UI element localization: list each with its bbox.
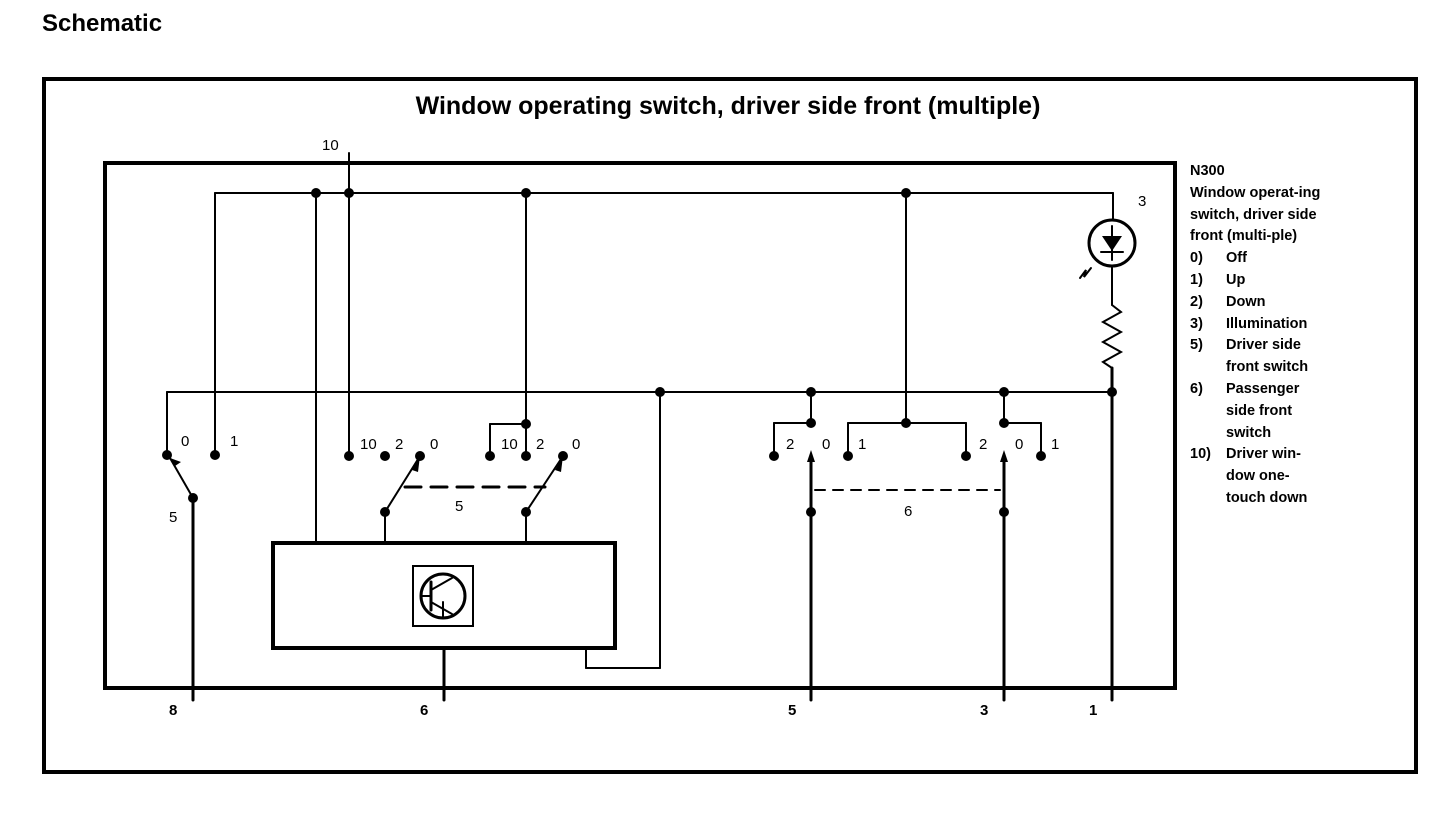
legend-item-label: Down — [1226, 293, 1266, 310]
legend-item-label: Driver win-dow one-touch down — [1226, 446, 1308, 506]
junction-dots — [162, 188, 1117, 517]
legend-part-desc: Window operat-ing switch, driver side fr… — [1190, 184, 1321, 245]
connector-pin-8: 8 — [169, 702, 177, 719]
legend-item-num: 5) — [1190, 337, 1203, 354]
switch-5a-pos-0: 0 — [181, 433, 189, 450]
page-heading: Schematic — [42, 10, 163, 37]
switch-5a-contact — [169, 457, 194, 499]
switch-6-group-label: 6 — [904, 503, 912, 520]
legend-item-num: 10) — [1190, 446, 1211, 463]
legend-item: 3) Illumination — [1190, 314, 1405, 336]
switch-6b-pos-2: 2 — [979, 436, 987, 453]
switch-5a-label: 5 — [169, 509, 177, 526]
legend-part-id: N300 — [1190, 163, 1225, 179]
switch-5b-pos-0: 0 — [430, 436, 438, 453]
connector-pin-1: 1 — [1089, 702, 1097, 719]
switch-5b-contact — [384, 455, 421, 513]
switch-5c-pos-10: 10 — [501, 436, 518, 453]
switch-5a-pos-1: 1 — [230, 433, 238, 450]
legend-item-num: 3) — [1190, 315, 1203, 332]
legend-item-num: 1) — [1190, 271, 1203, 288]
switch-5-group-label: 5 — [455, 498, 463, 515]
legend-item: 6) Passenger side front switch — [1190, 379, 1405, 444]
legend: N300 Window operat-ing switch, driver si… — [1190, 161, 1405, 510]
legend-item-label: Off — [1226, 250, 1247, 267]
switch-5c-pos-0: 0 — [572, 436, 580, 453]
lamp-label: 3 — [1138, 193, 1146, 210]
legend-item-label: Illumination — [1226, 315, 1308, 332]
connector-pin-3: 3 — [980, 702, 988, 719]
resistor-icon — [1100, 304, 1124, 369]
legend-item-label: Passenger side front switch — [1226, 380, 1300, 441]
legend-item-num: 6) — [1190, 380, 1203, 397]
switch-6b-pos-1: 1 — [1051, 436, 1059, 453]
legend-item-num: 0) — [1190, 250, 1203, 267]
switch-5c-pos-2: 2 — [536, 436, 544, 453]
switch-6a-pos-1: 1 — [858, 436, 866, 453]
switch-6b-pos-0: 0 — [1015, 436, 1023, 453]
legend-item: 10) Driver win-dow one-touch down — [1190, 444, 1405, 509]
diagram-frame — [42, 77, 1418, 774]
transistor-box — [412, 565, 474, 627]
switch-5b-pos-2: 2 — [395, 436, 403, 453]
legend-item: 5) Driver side front switch — [1190, 335, 1405, 379]
electronic-module — [271, 541, 617, 650]
legend-item: 0) Off — [1190, 248, 1405, 270]
connector-pin-5: 5 — [788, 702, 796, 719]
switch-5b-pos-10: 10 — [360, 436, 377, 453]
legend-item: 1) Up — [1190, 270, 1405, 292]
switch-6a-pos-2: 2 — [786, 436, 794, 453]
diagram-title: Window operating switch, driver side fro… — [415, 92, 1041, 120]
switch-5c-contact — [525, 455, 564, 513]
legend-item-label: Driver side front switch — [1226, 337, 1309, 376]
legend-item: 2) Down — [1190, 292, 1405, 314]
legend-item-label: Up — [1226, 271, 1246, 288]
legend-item-num: 2) — [1190, 293, 1203, 310]
component-outline — [103, 161, 1177, 690]
terminal-10-label: 10 — [322, 137, 339, 154]
switch-6a-pos-0: 0 — [822, 436, 830, 453]
connector-pin-6: 6 — [420, 702, 428, 719]
